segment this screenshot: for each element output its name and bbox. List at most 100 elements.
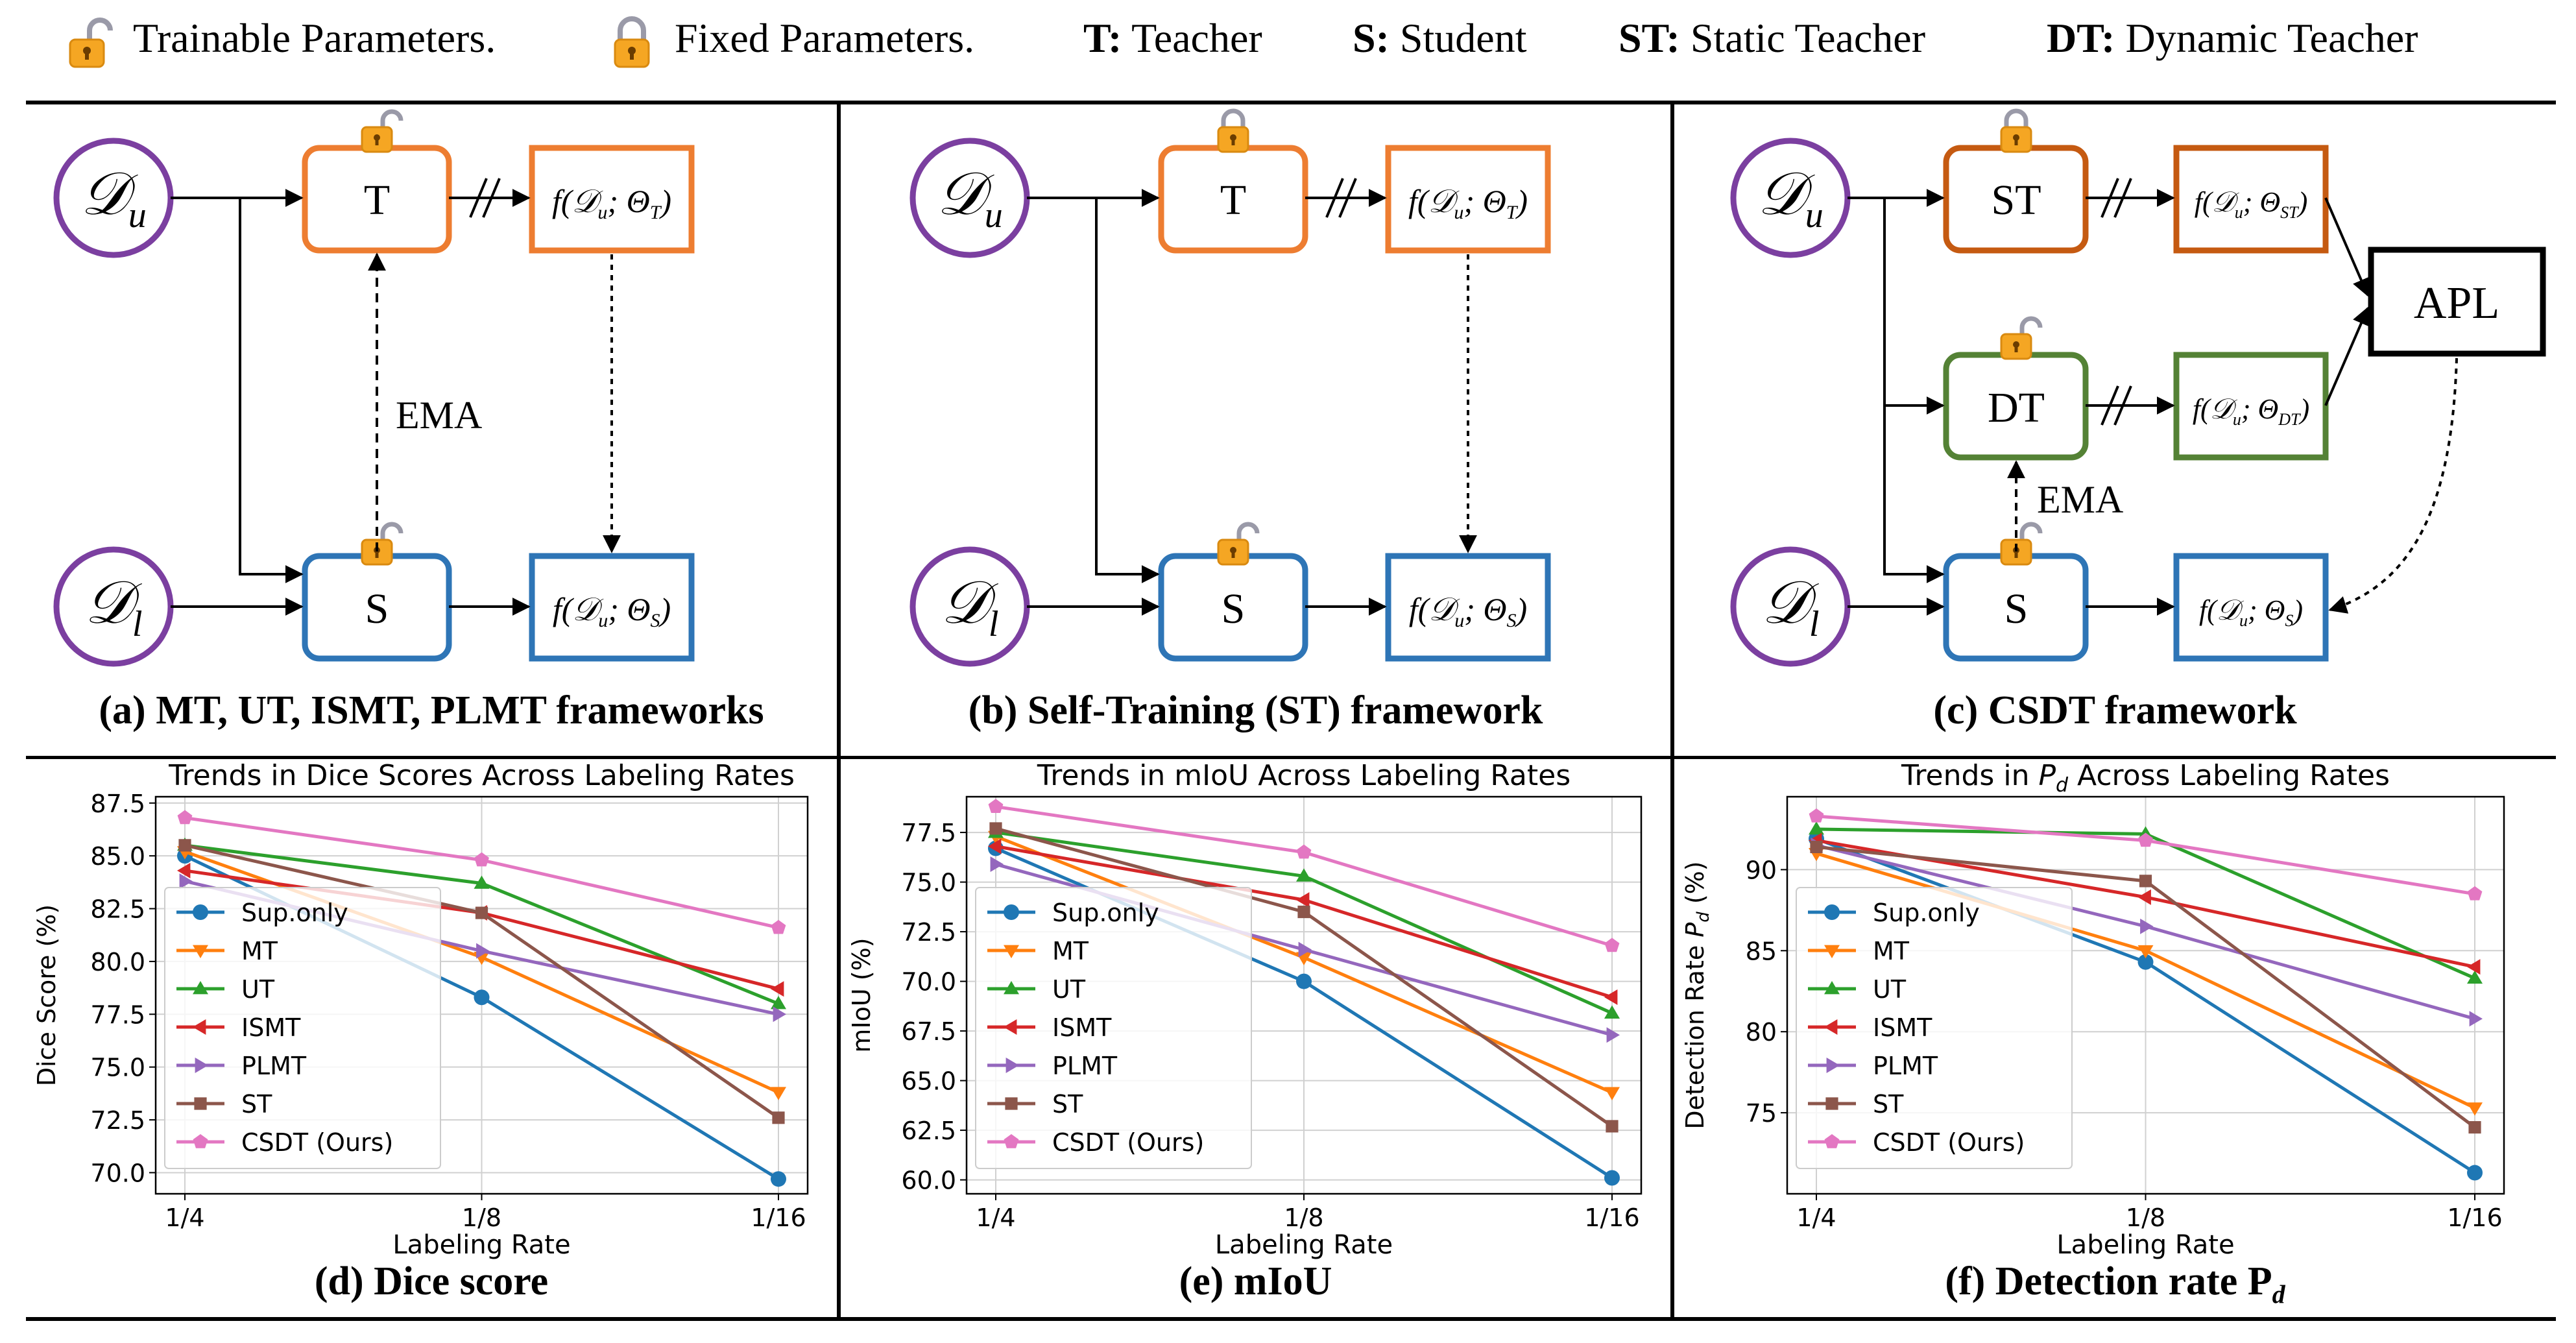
x-tick-label: 1/4 [976, 1204, 1015, 1232]
data-point [1296, 973, 1312, 989]
y-axis-label: Dice Score (%) [32, 904, 61, 1086]
x-tick-label: 1/16 [2447, 1204, 2502, 1232]
x-axis-label: Labeling Rate [1215, 1230, 1393, 1260]
legend-marker [1824, 1134, 1840, 1148]
data-point [2139, 875, 2152, 888]
legend-marker [193, 1019, 206, 1035]
panel-a-diagram: 𝒟u 𝒟l T S f(𝒟u; ΘT) f(𝒟u; ΘS) EMA [53, 112, 695, 667]
data-point [177, 810, 193, 825]
plot-frame [965, 795, 1643, 1195]
legend-label: UT [241, 975, 275, 1004]
data-point [771, 1171, 786, 1187]
legend-marker [1004, 1134, 1019, 1148]
svg-text:f(𝒟u; ΘST): f(𝒟u; ΘST) [2195, 186, 2308, 222]
student-output-a [529, 553, 695, 662]
legend-trainable: Trainable Parameters. [133, 15, 496, 61]
data-point [179, 873, 193, 889]
y-tick-label: 85 [1746, 937, 1777, 965]
y-tick-label: 75 [1746, 1099, 1777, 1128]
plot-frame [154, 795, 809, 1195]
frame-middle-rule [26, 756, 2556, 759]
legend-label: ISMT [1052, 1013, 1112, 1042]
data-point [2137, 889, 2151, 905]
top-legend: Trainable Parameters. Fixed Parameters. … [0, 0, 2576, 97]
x-tick-label: 1/8 [1284, 1204, 1323, 1232]
y-tick-label: 67.5 [901, 1017, 956, 1046]
student-output-c [2173, 553, 2329, 662]
data-point [771, 981, 784, 997]
svg-text:EMA: EMA [2037, 478, 2123, 521]
caption-f: (f) Detection rate Pd [1945, 1259, 2285, 1309]
legend-label: CSDT (Ours) [1052, 1128, 1204, 1157]
y-tick-label: 82.5 [90, 895, 145, 924]
data-point [1296, 868, 1312, 882]
legend-marker [1004, 904, 1019, 920]
data-point [178, 839, 191, 852]
legend-label: Sup.only [241, 899, 348, 927]
chart-title: Trends in mIoU Across Labeling Rates [1037, 759, 1571, 792]
y-tick-label: 80.0 [90, 948, 145, 976]
svg-text:f(𝒟u; ΘS): f(𝒟u; ΘS) [2199, 594, 2303, 630]
y-tick-label: 80 [1746, 1018, 1777, 1047]
chart-legend [164, 887, 441, 1169]
caption-e: (e) mIoU [1179, 1259, 1332, 1303]
y-tick-label: 60.0 [901, 1167, 956, 1195]
y-axis-label: mIoU (%) [847, 938, 876, 1052]
data-point [1809, 808, 1824, 823]
data-point [2467, 1165, 2483, 1181]
legend-dynamic-teacher: DT: Dynamic Teacher [2047, 15, 2418, 61]
data-point [1606, 1120, 1619, 1133]
svg-text:f(𝒟u; ΘS): f(𝒟u; ΘS) [553, 591, 671, 631]
legend-marker [1824, 945, 1840, 958]
legend-marker [1004, 1019, 1017, 1035]
legend-label: ISMT [1873, 1013, 1932, 1042]
y-tick-label: 85.0 [90, 842, 145, 871]
legend-student: S: Student [1353, 15, 1527, 61]
legend-label: ISMT [241, 1013, 301, 1042]
caption-b: (b) Self-Training (ST) framework [968, 688, 1543, 732]
legend-marker [1005, 1097, 1018, 1110]
legend-label: ST [1052, 1090, 1083, 1119]
data-point [2467, 1102, 2483, 1116]
y-tick-label: 62.5 [901, 1117, 956, 1145]
legend-marker [1004, 981, 1019, 995]
data-point [988, 838, 1002, 854]
x-axis-label: Labeling Rate [392, 1230, 570, 1260]
frame-divider-1 [837, 101, 841, 1320]
data-point [773, 1006, 786, 1022]
legend-label: ST [241, 1090, 272, 1119]
chart-legend [1796, 887, 2073, 1169]
legend-marker [1824, 1019, 1838, 1035]
svg-text:𝒟u: 𝒟u [80, 161, 146, 236]
data-point [2140, 918, 2154, 934]
chart-legend [975, 887, 1252, 1169]
legend-label: UT [1873, 975, 1907, 1004]
svg-text:T: T [1220, 176, 1246, 224]
legend-static-teacher: ST: Static Teacher [1619, 15, 1925, 61]
legend-marker [194, 1097, 207, 1110]
data-point [1604, 1087, 1620, 1100]
student-output-b [1385, 553, 1551, 662]
data-point [1604, 1005, 1620, 1019]
data-point [1809, 821, 1824, 835]
locked-lock-icon [614, 16, 650, 68]
legend-label: MT [1873, 937, 1910, 965]
frame-divider-2 [1670, 101, 1674, 1320]
legend-label: MT [241, 937, 278, 965]
chart-title: Trends in Dice Scores Across Labeling Ra… [168, 759, 795, 792]
svg-text:f(𝒟u; ΘS): f(𝒟u; ΘS) [1409, 591, 1527, 631]
data-point [988, 799, 1004, 814]
y-tick-label: 77.5 [90, 1000, 145, 1029]
data-point [2137, 954, 2154, 970]
data-point [2467, 886, 2483, 901]
data-point [2467, 970, 2483, 984]
data-point [2469, 1011, 2483, 1027]
y-axis-label: Detection Rate Pd (%) [1681, 861, 1713, 1129]
y-tick-label: 65.0 [901, 1067, 956, 1096]
legend-teacher: T: Teacher [1083, 15, 1262, 61]
x-axis-label: Labeling Rate [2056, 1230, 2234, 1260]
y-tick-label: 70.0 [901, 968, 956, 997]
legend-marker [193, 904, 208, 920]
panel-c-diagram: 𝒟u 𝒟l ST DT S f(𝒟u; ΘST) f(𝒟u; ΘDT) f(𝒟u… [1730, 111, 2546, 667]
svg-text:S: S [1222, 585, 1246, 633]
